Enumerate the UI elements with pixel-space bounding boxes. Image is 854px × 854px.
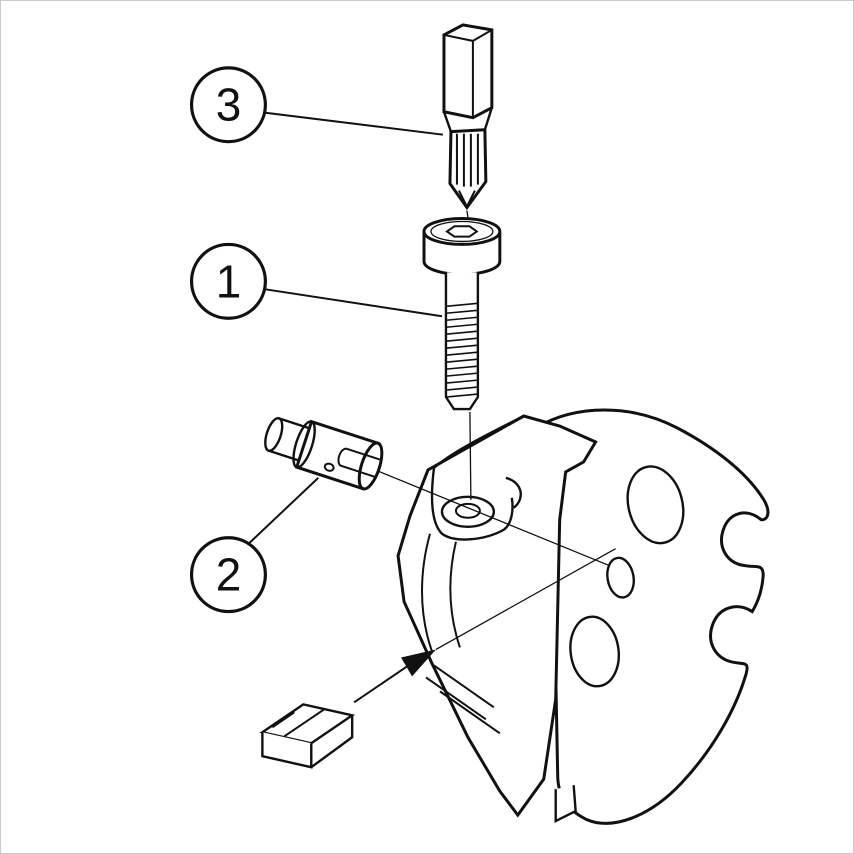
insert-chip-groove xyxy=(271,708,325,738)
body-pocket-wall xyxy=(430,467,514,541)
insert-arrow-tail xyxy=(353,665,408,704)
screw-head-top xyxy=(422,216,502,246)
callout-1-circle xyxy=(189,242,267,320)
insert-direction-arrow xyxy=(401,649,436,677)
body-screw-hole-inner xyxy=(454,502,481,519)
torx-key-shank-facets xyxy=(443,29,493,118)
callout-1-leader xyxy=(265,288,443,318)
body-rear-plate xyxy=(533,408,770,825)
pin-front-face xyxy=(357,441,384,491)
insert-right-face xyxy=(310,715,354,769)
callout-1-label: 1 xyxy=(216,255,242,307)
pin-slot xyxy=(337,447,381,478)
torx-key-flutes xyxy=(455,133,479,207)
callout-3-circle xyxy=(189,66,267,144)
callout-3-label: 3 xyxy=(216,79,242,131)
body-hole-upper xyxy=(626,465,685,545)
driver-centerline xyxy=(466,210,469,218)
callout-3-leader xyxy=(265,111,444,136)
pin-rear-face xyxy=(264,417,284,452)
screw-threads xyxy=(445,302,478,398)
insert-front-face xyxy=(261,732,313,769)
body-hook-detail xyxy=(505,476,522,509)
callout-2-label: 2 xyxy=(216,549,242,601)
insert-axis-line xyxy=(435,548,616,651)
screw-hex-socket xyxy=(445,225,479,238)
screw-head-chamfer xyxy=(430,220,494,243)
cutter-body xyxy=(396,408,770,825)
callout-2: 2 xyxy=(189,477,319,614)
body-hole-lower xyxy=(569,615,621,688)
body-fork-line-left xyxy=(421,533,433,652)
callout-2-leader xyxy=(245,477,319,547)
callout-2-circle xyxy=(189,536,267,614)
body-fork-line-right xyxy=(449,541,461,648)
pin-side-hole xyxy=(323,462,335,472)
screw-centerline xyxy=(469,412,472,500)
lock-pin xyxy=(264,416,384,491)
pin-axis-line xyxy=(374,469,610,567)
callout-3: 3 xyxy=(189,66,444,144)
pin-step-face xyxy=(292,420,316,469)
torx-key xyxy=(442,23,494,211)
body-bottom-tab xyxy=(554,785,577,824)
cutting-insert xyxy=(259,703,356,769)
body-screw-hole-outer xyxy=(440,495,496,528)
body-insert-seat-serrations xyxy=(425,664,501,735)
torx-key-tip xyxy=(448,128,488,211)
callout-1: 1 xyxy=(189,242,443,320)
body-pocket-rim xyxy=(433,414,525,469)
clamp-screw xyxy=(422,216,502,411)
body-hole-middle xyxy=(606,556,635,599)
